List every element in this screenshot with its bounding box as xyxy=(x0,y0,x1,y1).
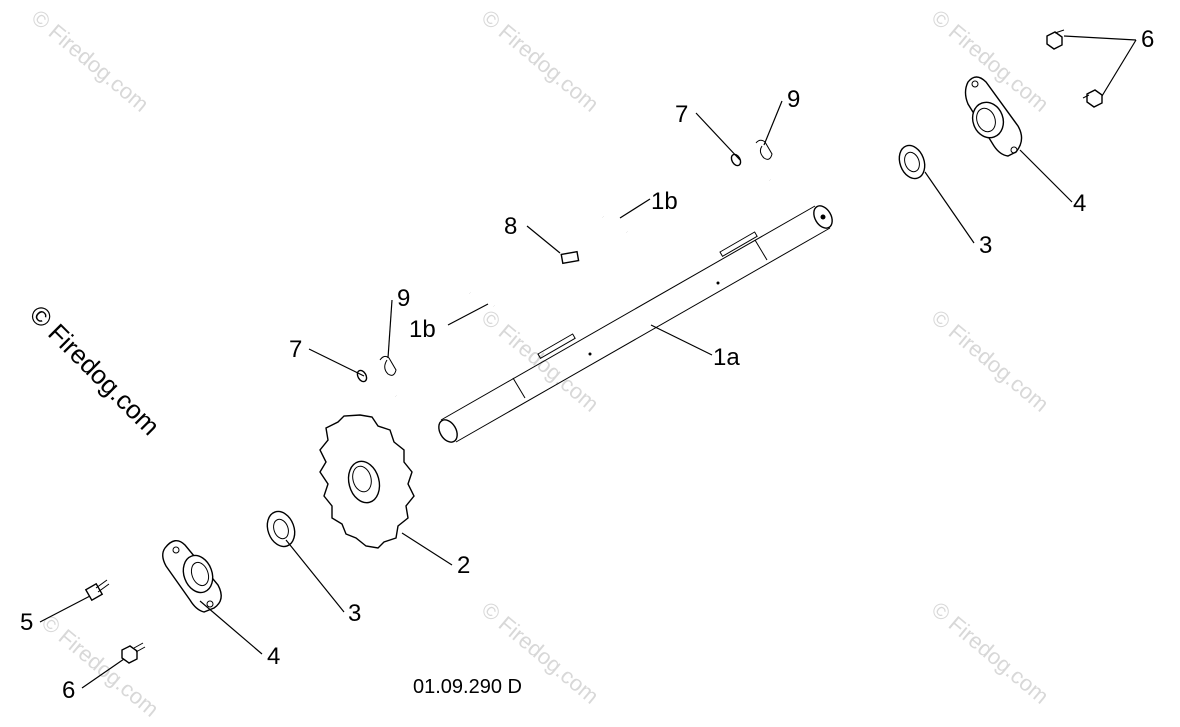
hairpin-upper-part xyxy=(755,139,773,160)
drawing-number: 01.09.290 D xyxy=(413,676,522,698)
callout-6-right: 6 xyxy=(1141,26,1154,53)
callout-9-lower: 9 xyxy=(397,285,410,312)
callout-2: 2 xyxy=(457,552,470,579)
callout-3-left: 3 xyxy=(348,600,361,627)
bolt-part xyxy=(84,579,110,602)
callout-7-upper: 7 xyxy=(675,101,688,128)
flange-bearing-left-part xyxy=(162,540,222,613)
callout-4-left: 4 xyxy=(267,643,280,670)
callout-5: 5 xyxy=(20,609,33,636)
watermark-text: © Firedog.com xyxy=(927,305,1054,417)
nut-right-upper-part xyxy=(1046,29,1065,50)
callout-9-upper: 9 xyxy=(787,86,800,113)
watermark-text: © Firedog.com xyxy=(927,597,1054,709)
callout-1b-lower: 1b xyxy=(409,316,436,343)
washer-right-part xyxy=(898,144,926,180)
hairpin-lower-part xyxy=(379,355,397,376)
shaft-part xyxy=(438,205,833,443)
key-upper-part xyxy=(602,215,628,234)
watermark-dark: © Firedog.com xyxy=(24,299,166,441)
pin-upper-part xyxy=(730,153,771,182)
watermark-text: © Firedog.com xyxy=(477,305,604,417)
flange-bearing-right-part xyxy=(964,76,1023,157)
watermark-text: © Firedog.com xyxy=(477,5,604,117)
nut-right-lower-part xyxy=(1082,89,1103,108)
sprocket-part xyxy=(319,414,415,549)
callout-7-lower: 7 xyxy=(289,336,302,363)
callout-4-right: 4 xyxy=(1073,190,1086,217)
callout-8: 8 xyxy=(504,213,517,240)
woodruff-key-part xyxy=(560,250,580,265)
key-lower-part xyxy=(469,291,495,308)
leader-lines xyxy=(39,35,1137,689)
nut-left-part xyxy=(121,642,146,664)
callout-1b-upper: 1b xyxy=(651,188,678,215)
pin-lower-part xyxy=(356,369,397,398)
callout-3-right: 3 xyxy=(979,232,992,259)
watermark-text: © Firedog.com xyxy=(37,610,164,722)
callout-1a: 1a xyxy=(713,344,740,371)
watermark-text: © Firedog.com xyxy=(27,5,154,117)
washer-left-part xyxy=(266,510,296,548)
callout-6-left: 6 xyxy=(62,677,75,704)
